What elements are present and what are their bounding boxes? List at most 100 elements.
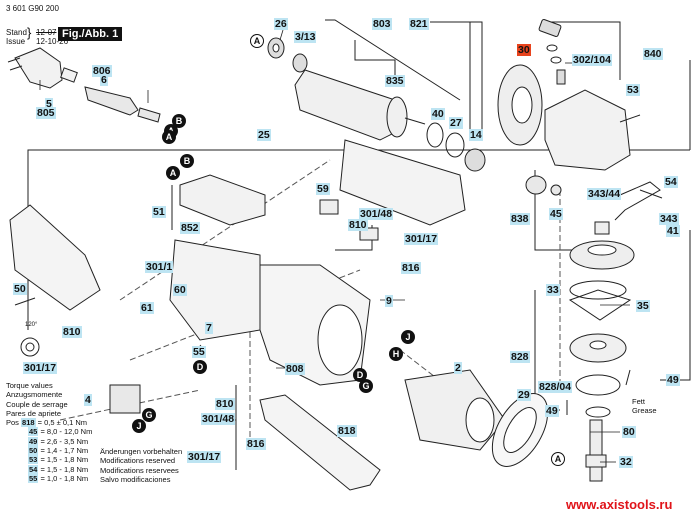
part-label-3-13[interactable]: 3/13 [294, 31, 317, 43]
part-label-80[interactable]: 80 [622, 426, 636, 438]
part-label-55[interactable]: 55 [192, 346, 206, 358]
grease-line-2: Grease [632, 406, 657, 415]
bracket-840top [545, 21, 621, 80]
part-label-50[interactable]: 50 [13, 283, 27, 295]
part-label-821[interactable]: 821 [409, 18, 429, 30]
torque-pos: 50 [28, 446, 39, 456]
part-label-301-17-b[interactable]: 301/17 [23, 362, 58, 374]
part-label-51[interactable]: 51 [152, 206, 166, 218]
spindle [585, 419, 607, 482]
spring-810 [20, 337, 40, 357]
part-label-45[interactable]: 45 [549, 208, 563, 220]
part-label-40[interactable]: 40 [431, 108, 445, 120]
spindle-lock-button [538, 19, 566, 85]
torque-value: = 2,6 - 3,5 Nm [40, 436, 89, 446]
part-label-838[interactable]: 838 [510, 213, 530, 225]
part-label-808[interactable]: 808 [285, 363, 305, 375]
part-label-6[interactable]: 6 [100, 74, 108, 86]
part-label-302-104[interactable]: 302/104 [572, 54, 612, 66]
part-label-301-48-a[interactable]: 301/48 [359, 208, 394, 220]
brace: } [27, 25, 32, 40]
part-label-810-b[interactable]: 810 [62, 326, 82, 338]
part-label-343-44[interactable]: 343/44 [587, 188, 622, 200]
part-label-29[interactable]: 29 [517, 389, 531, 401]
modifications-fr: Modifications reservees [100, 465, 179, 475]
torque-value: = 1,5 - 1,8 Nm [40, 464, 89, 474]
part-label-828[interactable]: 828 [510, 351, 530, 363]
bearing-flange-828 [568, 280, 632, 418]
bearing-flange [497, 64, 543, 146]
handle-half-lower [169, 239, 261, 341]
bracket-821b [430, 21, 483, 130]
part-label-835[interactable]: 835 [385, 75, 405, 87]
watermark-link[interactable]: www.axistools.ru [566, 497, 673, 512]
part-label-810-c[interactable]: 810 [215, 398, 235, 410]
field-coil [404, 369, 506, 451]
part-label-805[interactable]: 805 [36, 107, 56, 119]
part-label-7[interactable]: 7 [205, 322, 213, 334]
part-label-30[interactable]: 30 [517, 44, 531, 56]
motor-housing [249, 264, 371, 386]
part-label-5[interactable]: 5 [45, 98, 53, 110]
switch-carrier-51 [179, 174, 266, 226]
torque-row: 54 = 1,5 - 1,8 Nm [6, 464, 92, 474]
callout-b: B [172, 114, 186, 128]
part-label-818[interactable]: 818 [337, 425, 357, 437]
guard-29 [491, 393, 549, 467]
pos-prefix: Pos [6, 418, 19, 428]
callout-d: D [353, 368, 367, 382]
torque-pos: 53 [28, 455, 39, 465]
callout-j: J [401, 330, 415, 344]
part-label-301-17-a[interactable]: 301/17 [404, 233, 439, 245]
part-label-828-04[interactable]: 828/04 [538, 381, 573, 393]
part-label-816-a[interactable]: 816 [401, 262, 421, 274]
part-label-301-1[interactable]: 301/1 [145, 261, 174, 273]
angle-note: 120° [25, 322, 38, 328]
part-label-9[interactable]: 9 [385, 295, 393, 307]
modifications-notice: Änderungen vorbehalten Modifications res… [100, 447, 182, 484]
torque-title-2: Anzugsmomente [6, 390, 63, 400]
callout-h: H [389, 347, 403, 361]
part-label-2[interactable]: 2 [454, 362, 462, 374]
part-label-59[interactable]: 59 [316, 183, 330, 195]
stand-label: Stand [6, 28, 27, 37]
part-label-54[interactable]: 54 [664, 176, 678, 188]
part-label-53[interactable]: 53 [626, 84, 640, 96]
part-label-33[interactable]: 33 [546, 284, 560, 296]
part-label-4[interactable]: 4 [84, 394, 92, 406]
part-label-301-17-c[interactable]: 301/17 [187, 451, 222, 463]
part-label-60[interactable]: 60 [173, 284, 187, 296]
power-plug [7, 47, 78, 89]
part-label-301-48-b[interactable]: 301/48 [201, 413, 236, 425]
part-label-25[interactable]: 25 [257, 129, 271, 141]
part-label-343[interactable]: 343 [659, 213, 679, 225]
part-label-816-b[interactable]: 816 [246, 438, 266, 450]
part-label-32[interactable]: 32 [619, 456, 633, 468]
part-label-35[interactable]: 35 [636, 300, 650, 312]
pinion [525, 175, 562, 196]
bearing-313 [292, 53, 308, 73]
bracket-49 [660, 230, 691, 381]
torque-values-table: Torque values Anzugsmomente Couple de se… [6, 381, 92, 483]
callout-j-switch: J [132, 419, 146, 433]
part-label-49-b[interactable]: 49 [545, 405, 559, 417]
part-label-810-a[interactable]: 810 [348, 219, 368, 231]
torque-title-3: Couple de serrage [6, 399, 68, 409]
part-label-803[interactable]: 803 [372, 18, 392, 30]
switch-4 [109, 384, 141, 414]
part-label-49-a[interactable]: 49 [666, 374, 680, 386]
part-label-852[interactable]: 852 [180, 222, 200, 234]
part-label-61[interactable]: 61 [140, 302, 154, 314]
callout-a-top: A [162, 130, 176, 144]
torque-row: 50 = 1,4 - 1,7 Nm [6, 446, 92, 456]
torque-pos: 49 [28, 436, 39, 446]
torque-pos: 818 [21, 418, 36, 428]
figure-label: Fig./Abb. 1 [58, 27, 123, 41]
part-label-26[interactable]: 26 [274, 18, 288, 30]
part-label-41[interactable]: 41 [666, 225, 680, 237]
part-label-27[interactable]: 27 [449, 117, 463, 129]
callout-a-switch: A [166, 166, 180, 180]
part-label-840[interactable]: 840 [643, 48, 663, 60]
part-label-14[interactable]: 14 [469, 129, 483, 141]
modifications-en: Modifications reserved [100, 456, 176, 466]
